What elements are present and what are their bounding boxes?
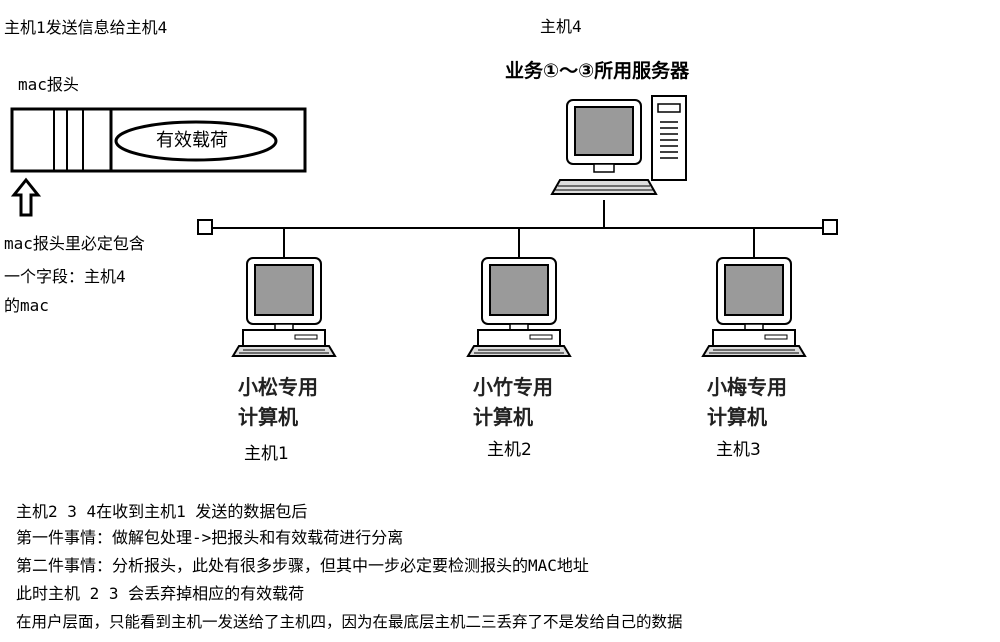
- server-caption: 业务①～③所用服务器: [505, 60, 690, 82]
- client-1-host-name: 主机1: [244, 444, 289, 464]
- client-computer-icon-2: [467, 257, 571, 357]
- payload-ellipse: [114, 120, 278, 162]
- note-line-3: 第二件事情：分析报头，此处有很多步骤，但其中一步必定要检测报头的MAC地址: [16, 556, 589, 575]
- client-2-caption-line2: 计算机: [473, 405, 533, 429]
- frame-note-line-1: mac报头里必定包含: [4, 234, 145, 253]
- network-bus: [197, 200, 838, 258]
- frame-note-line-3: 的mac: [4, 296, 49, 315]
- client-3-host-name: 主机3: [716, 440, 761, 460]
- note-line-2: 第一件事情：做解包处理->把报头和有效载荷进行分离: [16, 528, 404, 547]
- frame-label: mac报头: [18, 75, 79, 94]
- client-3-caption-line2: 计算机: [707, 405, 767, 429]
- frame-note-line-2: 一个字段：主机4: [4, 267, 126, 286]
- client-3-caption-line1: 小梅专用: [707, 375, 787, 399]
- mac-frame: [10, 107, 307, 173]
- server-computer-icon: [550, 95, 687, 195]
- client-1-caption-line1: 小松专用: [238, 375, 318, 399]
- bus-terminator-left: [197, 219, 213, 235]
- bus-terminator-right: [822, 219, 838, 235]
- client-1-caption-line2: 计算机: [238, 405, 298, 429]
- client-computer-icon-3: [702, 257, 806, 357]
- note-line-1: 主机2 3 4在收到主机1 发送的数据包后: [16, 502, 308, 521]
- diagram-title: 主机1发送信息给主机4: [4, 18, 168, 37]
- up-arrow-icon: [10, 177, 42, 217]
- client-2-caption-line1: 小竹专用: [473, 375, 553, 399]
- client-2-host-name: 主机2: [487, 440, 532, 460]
- note-line-5: 在用户层面，只能看到主机一发送给了主机四，因为在最底层主机二三丢弃了不是发给自己…: [16, 613, 683, 631]
- payload-label: 有效载荷: [156, 130, 228, 151]
- note-line-4: 此时主机 2 3 会丢弃掉相应的有效载荷: [16, 584, 305, 603]
- client-computer-icon-1: [232, 257, 336, 357]
- server-host-name: 主机4: [540, 17, 582, 36]
